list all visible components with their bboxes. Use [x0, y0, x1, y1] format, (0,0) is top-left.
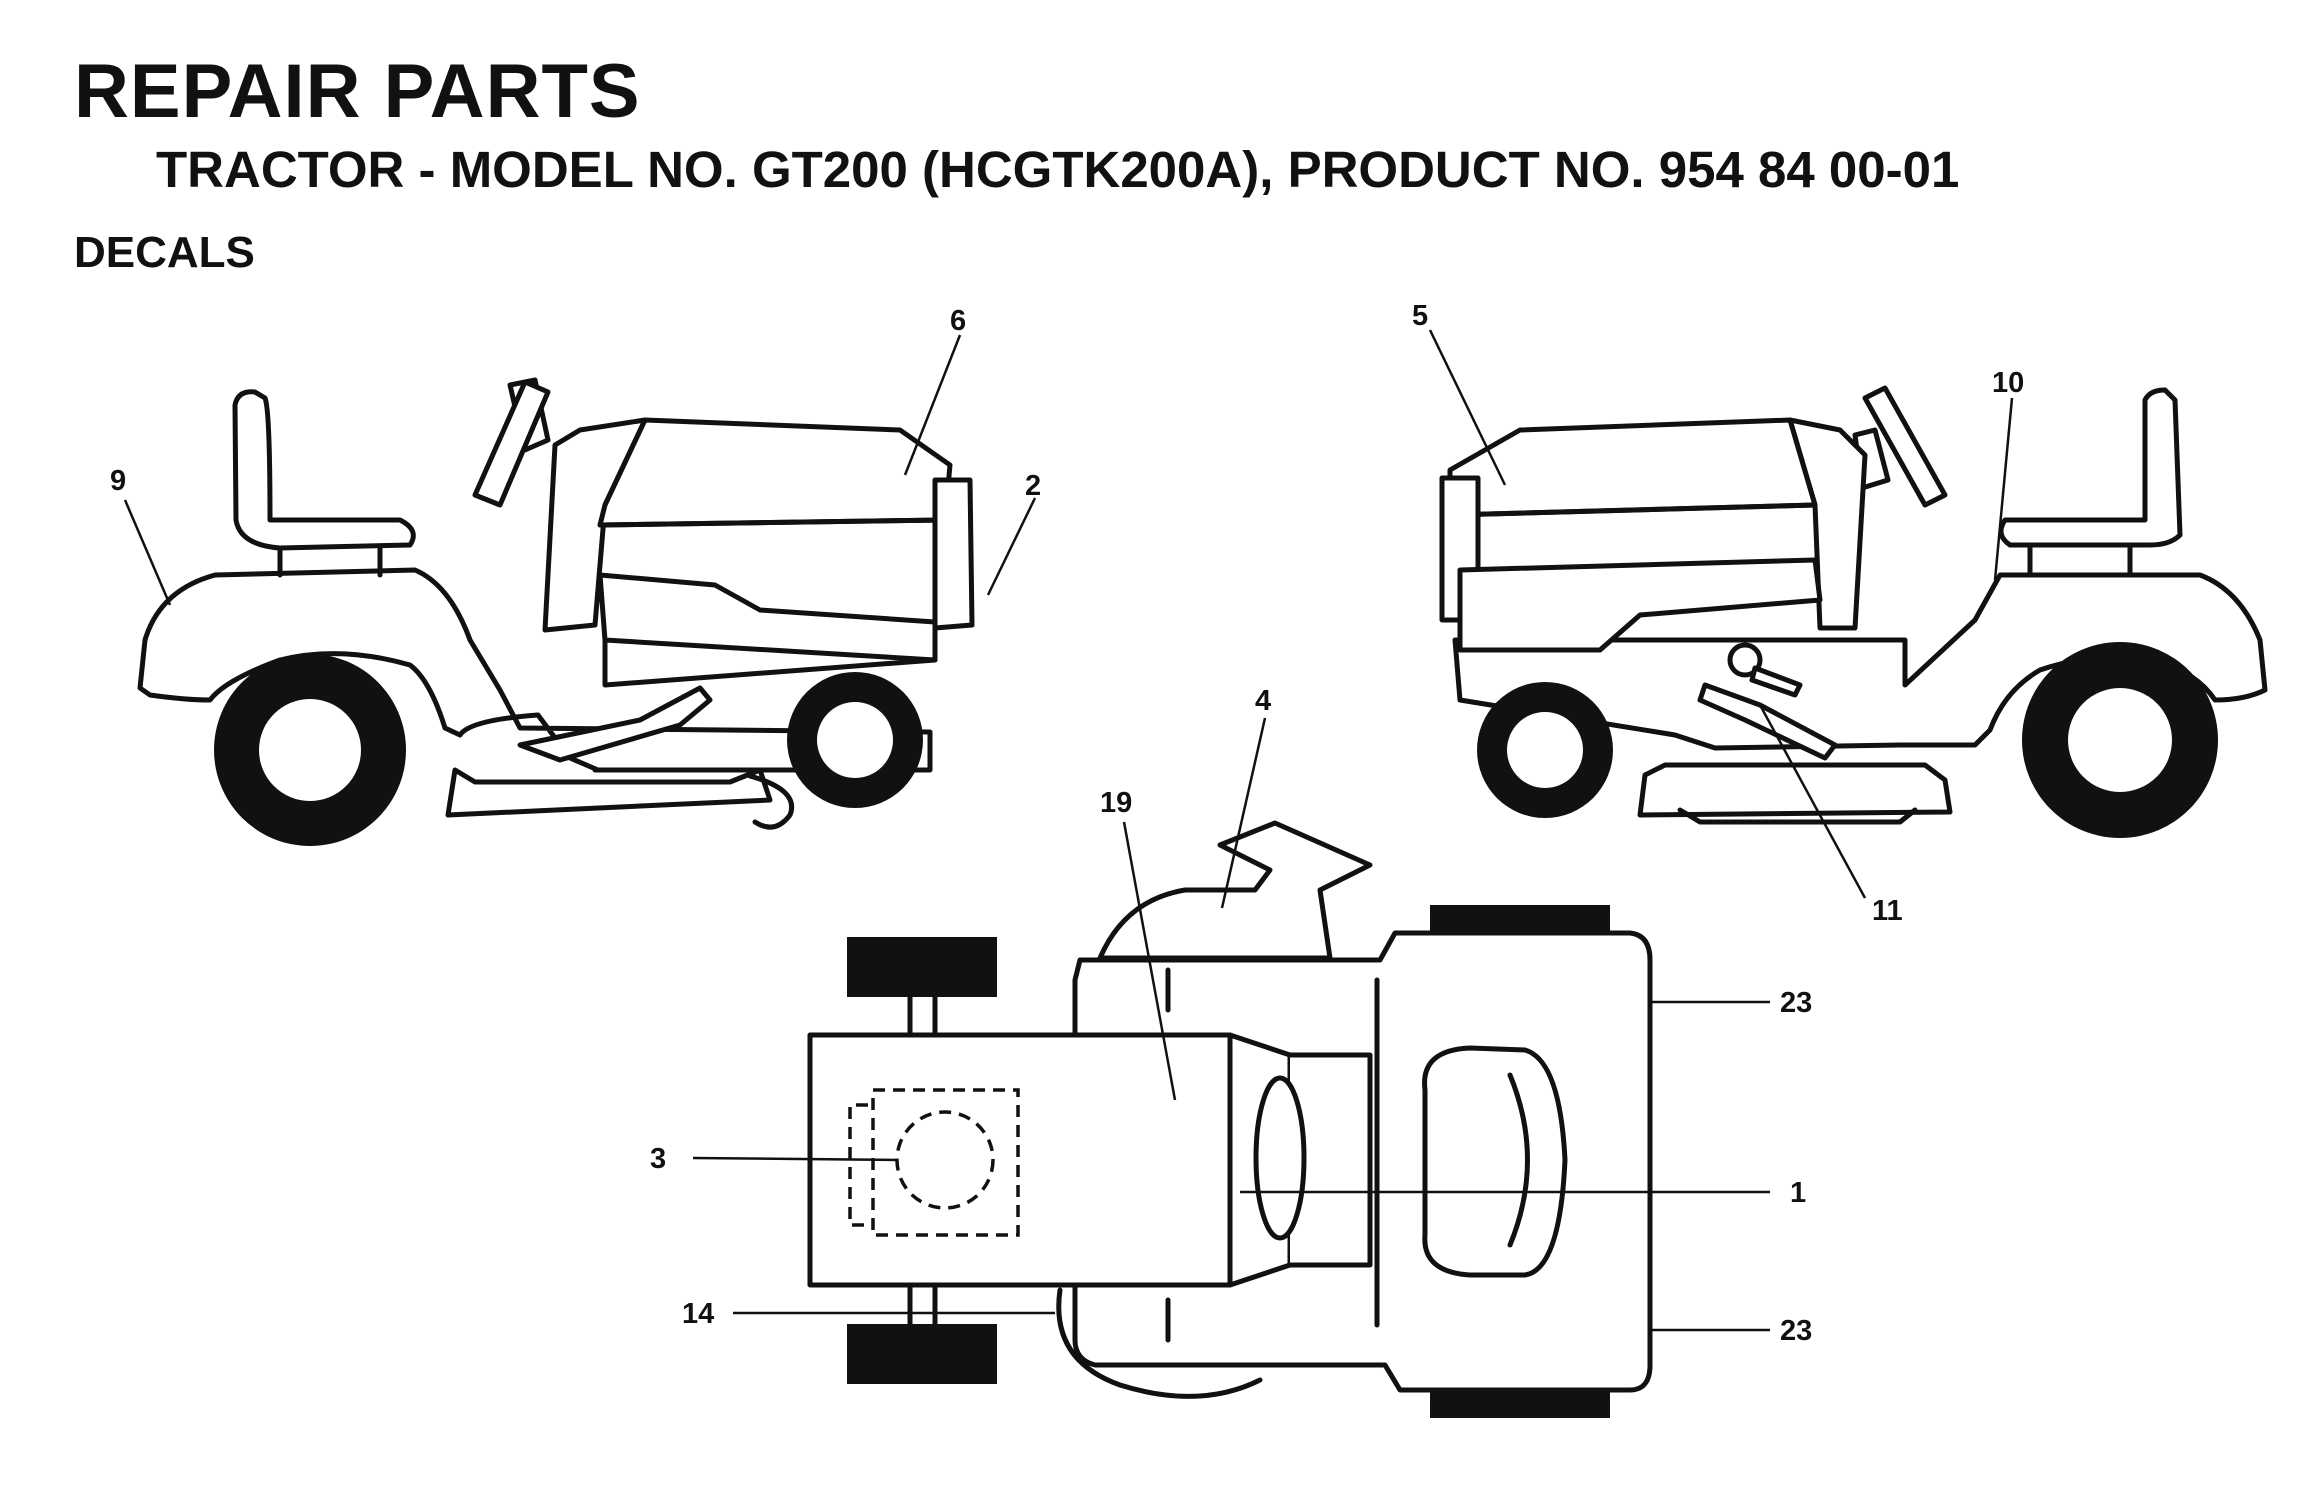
tractor-right-side-view [1439, 385, 2268, 838]
tractor-left-side-view [137, 377, 975, 846]
callout-3: 3 [650, 1143, 666, 1175]
leader-lines [123, 329, 2014, 1332]
callout-4: 4 [1255, 685, 1271, 717]
callout-23-bottom: 23 [1780, 1315, 1812, 1347]
callout-9: 9 [110, 465, 126, 497]
callout-14: 14 [682, 1298, 714, 1330]
callout-23-top: 23 [1780, 987, 1812, 1019]
page-subtitle: TRACTOR - MODEL NO. GT200 (HCGTK200A), P… [156, 141, 1960, 198]
callout-11: 11 [1872, 895, 1903, 927]
callout-10: 10 [1992, 367, 2024, 399]
callout-5: 5 [1412, 300, 1428, 332]
section-heading: DECALS [74, 228, 255, 277]
callout-6: 6 [950, 305, 966, 337]
callout-2: 2 [1025, 470, 1041, 502]
tractor-top-view [807, 820, 1653, 1418]
callout-1: 1 [1790, 1177, 1806, 1209]
callout-19: 19 [1100, 787, 1132, 819]
page-title: REPAIR PARTS [74, 49, 641, 134]
